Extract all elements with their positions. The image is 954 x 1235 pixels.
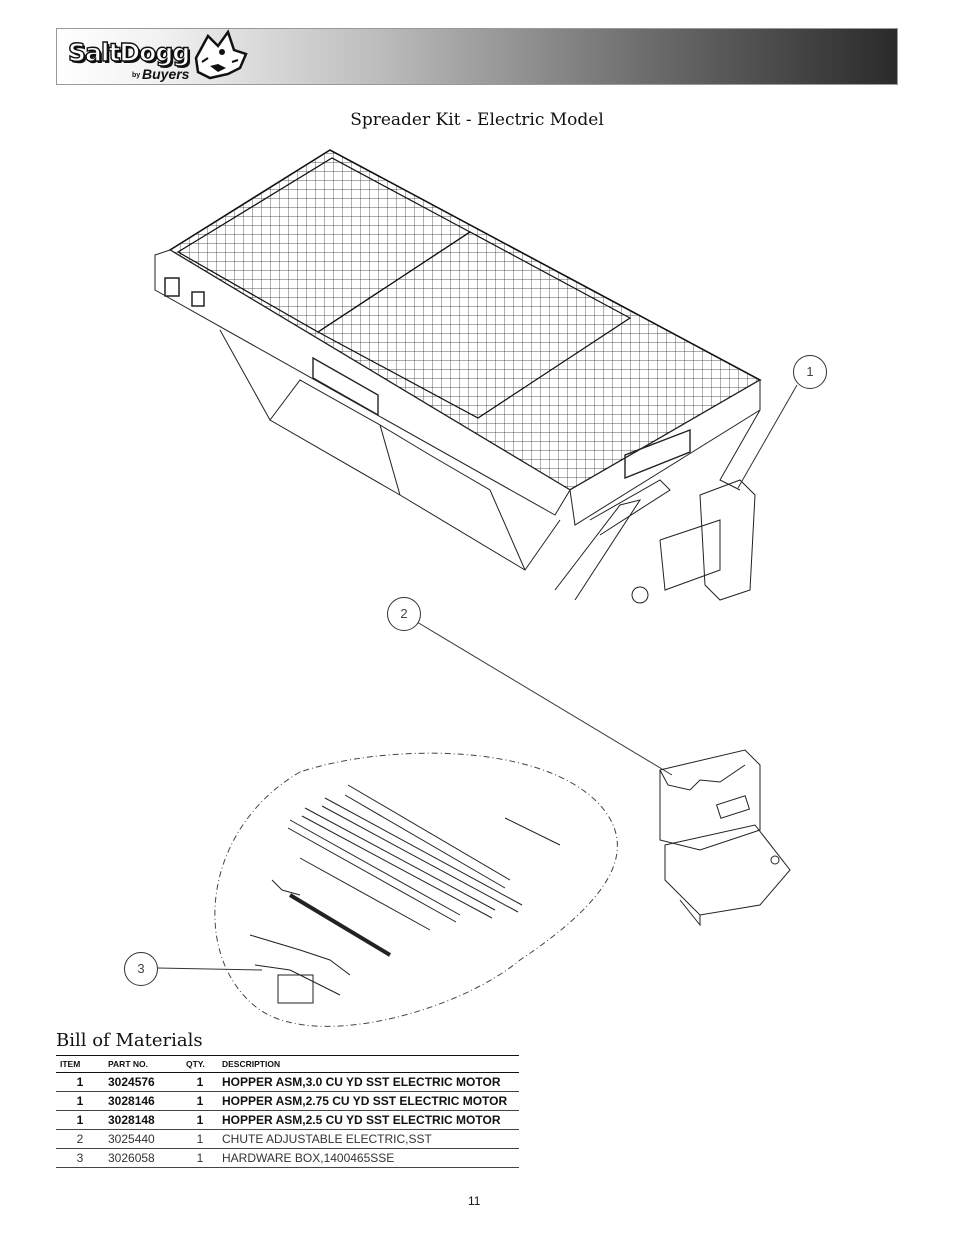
col-part-no: PART NO. [104,1055,182,1073]
cell-description: CHUTE ADJUSTABLE ELECTRIC,SST [218,1129,519,1149]
hardware-kit [214,752,618,1027]
cell-qty: 1 [182,1110,218,1130]
logo-brand: Buyers [142,66,190,82]
cell-description: HARDWARE BOX,1400465SSE [218,1148,519,1168]
col-item: ITEM [56,1055,104,1073]
bom-title: Bill of Materials [56,1030,203,1051]
page-title: Spreader Kit - Electric Model [350,110,604,130]
table-row: 1 3028148 1 HOPPER ASM,2.5 CU YD SST ELE… [56,1110,519,1130]
cell-description: HOPPER ASM,3.0 CU YD SST ELECTRIC MOTOR [218,1072,519,1092]
table-row: 1 3024576 1 HOPPER ASM,3.0 CU YD SST ELE… [56,1072,519,1092]
callout-3: 3 [124,952,158,986]
cell-item: 1 [56,1091,104,1111]
page-number: 11 [468,1194,481,1208]
cell-item: 1 [56,1110,104,1130]
col-qty: QTY. [182,1055,218,1073]
cell-item: 1 [56,1072,104,1092]
cell-description: HOPPER ASM,2.75 CU YD SST ELECTRIC MOTOR [218,1091,519,1111]
hopper-assembly [154,149,762,604]
table-row: 2 3025440 1 CHUTE ADJUSTABLE ELECTRIC,SS… [56,1129,519,1149]
leader-lines [156,384,798,971]
cell-part-no: 3026058 [104,1148,182,1168]
cell-part-no: 3025440 [104,1129,182,1149]
chute-assembly [659,749,791,927]
cell-item: 3 [56,1148,104,1168]
callout-1: 1 [793,355,827,389]
cell-part-no: 3028148 [104,1110,182,1130]
table-row: 3 3026058 1 HARDWARE BOX,1400465SSE [56,1148,519,1168]
cell-item: 2 [56,1129,104,1149]
cell-part-no: 3024576 [104,1072,182,1092]
col-description: DESCRIPTION [218,1055,519,1073]
bill-of-materials-table: ITEM PART NO. QTY. DESCRIPTION 1 3024576… [56,1055,519,1168]
cell-qty: 1 [182,1072,218,1092]
cell-qty: 1 [182,1148,218,1168]
table-row: 1 3028146 1 HOPPER ASM,2.75 CU YD SST EL… [56,1091,519,1111]
logo-by: by [132,72,141,79]
cell-part-no: 3028146 [104,1091,182,1111]
brand-logo: SaltDogg by Buyers [67,29,248,84]
logo-wordmark: SaltDogg [67,37,191,67]
cell-qty: 1 [182,1091,218,1111]
bom-header-row: ITEM PART NO. QTY. DESCRIPTION [56,1055,519,1073]
cell-qty: 1 [182,1129,218,1149]
callout-2: 2 [387,597,421,631]
dog-mascot-icon [194,29,248,80]
cell-description: HOPPER ASM,2.5 CU YD SST ELECTRIC MOTOR [218,1110,519,1130]
